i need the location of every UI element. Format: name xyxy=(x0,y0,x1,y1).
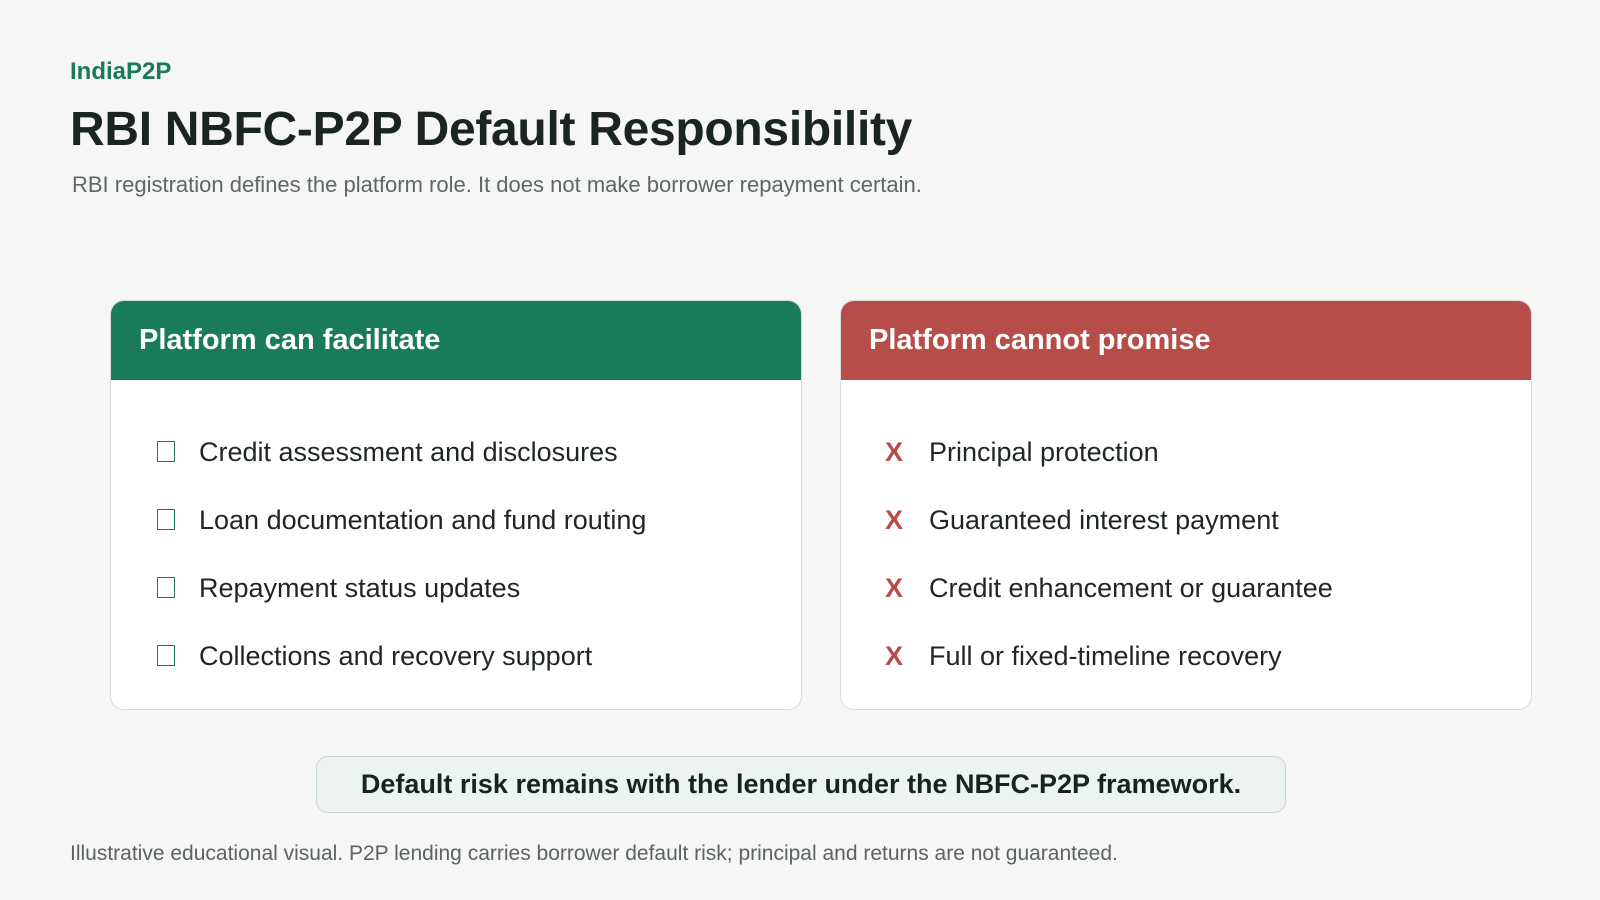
checkbox-icon xyxy=(157,508,175,530)
list-item-label: Credit enhancement or guarantee xyxy=(929,572,1333,603)
list-item-label: Loan documentation and fund routing xyxy=(199,504,647,535)
page-subtitle: RBI registration defines the platform ro… xyxy=(72,172,922,197)
list-item: X Guaranteed interest payment xyxy=(841,486,1531,554)
list-item: X Principal protection xyxy=(841,418,1531,486)
can-facilitate-card: Platform can facilitate Credit assessmen… xyxy=(110,300,802,710)
list-item-label: Full or fixed-timeline recovery xyxy=(929,640,1282,671)
disclaimer-footnote: Illustrative educational visual. P2P len… xyxy=(70,842,1118,865)
list-item: X Full or fixed-timeline recovery xyxy=(841,622,1531,690)
key-takeaway-callout: Default risk remains with the lender und… xyxy=(316,756,1286,813)
list-item-label: Guaranteed interest payment xyxy=(929,504,1279,535)
list-item-label: Principal protection xyxy=(929,436,1159,467)
list-item: Repayment status updates xyxy=(111,554,801,622)
page-title: RBI NBFC-P2P Default Responsibility xyxy=(70,103,913,156)
list-item-label: Repayment status updates xyxy=(199,572,521,603)
list-item: Loan documentation and fund routing xyxy=(111,486,801,554)
list-item: X Credit enhancement or guarantee xyxy=(841,554,1531,622)
brand-name: IndiaP2P xyxy=(70,58,172,85)
cannot-promise-header: Platform cannot promise xyxy=(841,301,1531,380)
x-icon: X xyxy=(884,572,903,603)
list-item-label: Credit assessment and disclosures xyxy=(199,436,618,467)
cannot-promise-list: X Principal protection X Guaranteed inte… xyxy=(841,380,1531,690)
list-item: Collections and recovery support xyxy=(111,622,801,690)
can-facilitate-list: Credit assessment and disclosures Loan d… xyxy=(111,380,801,690)
list-item: Credit assessment and disclosures xyxy=(111,418,801,486)
x-icon: X xyxy=(884,640,903,671)
checkbox-icon xyxy=(157,644,175,666)
checkbox-icon xyxy=(157,440,175,462)
x-icon: X xyxy=(884,504,903,535)
can-facilitate-header: Platform can facilitate xyxy=(111,301,801,380)
list-item-label: Collections and recovery support xyxy=(199,640,593,671)
x-icon: X xyxy=(884,436,903,467)
checkbox-icon xyxy=(157,576,175,598)
cannot-promise-card: Platform cannot promise X Principal prot… xyxy=(840,300,1532,710)
